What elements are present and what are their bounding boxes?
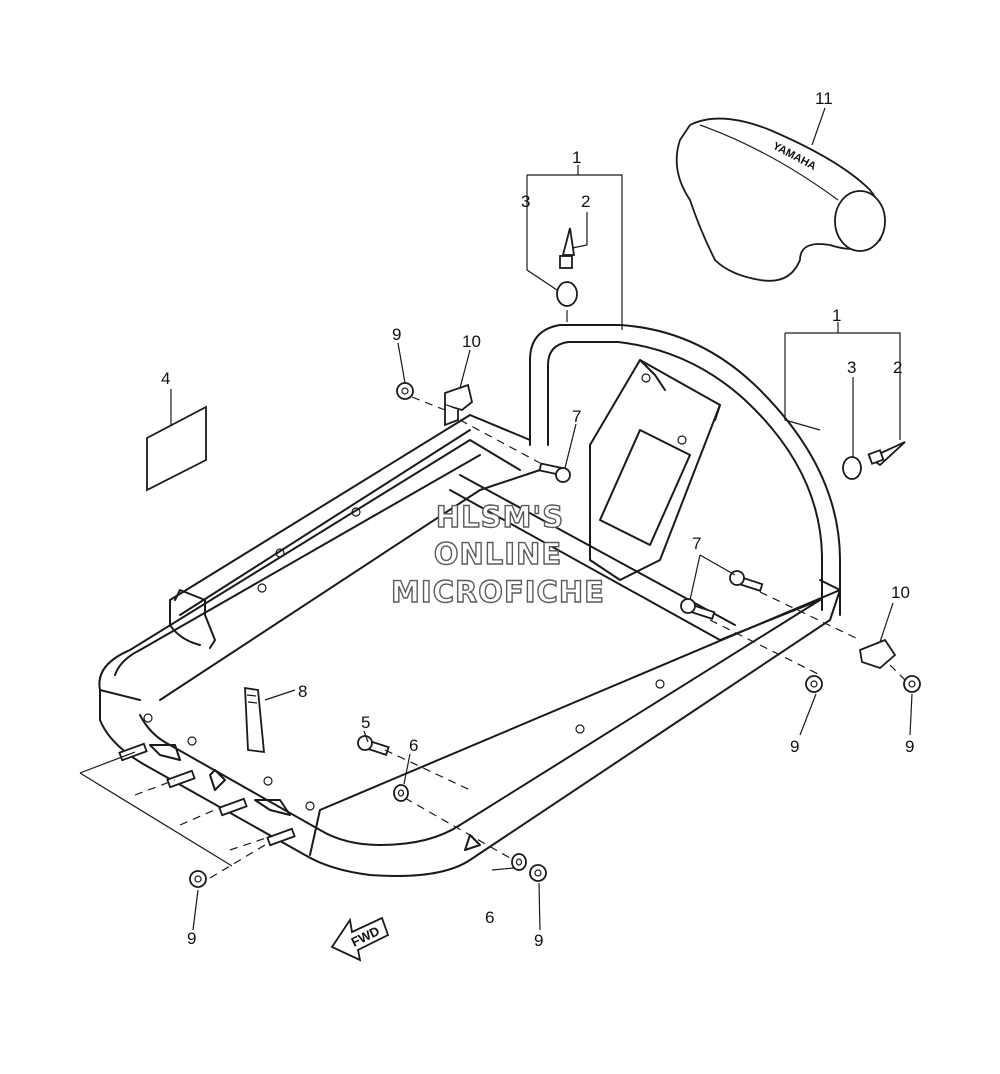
leader-lines <box>170 107 913 931</box>
callout-1-right: 1 <box>832 306 841 325</box>
callout-1-top: 1 <box>572 148 581 167</box>
callout-9-mid: 9 <box>790 737 799 756</box>
hull-frame <box>98 324 841 877</box>
callout-3-top: 3 <box>521 192 530 211</box>
callout-9-bottom-left: 9 <box>187 929 196 948</box>
watermark-line-3: MICROFICHE <box>391 575 605 609</box>
fasteners <box>146 227 921 888</box>
fwd-arrow-icon: FWD <box>330 916 390 962</box>
callout-9-top: 9 <box>392 325 401 344</box>
studs <box>79 742 296 867</box>
callout-11: 11 <box>815 89 833 108</box>
watermark-line-2: ONLINE <box>434 537 562 571</box>
callout-9-bottom: 9 <box>534 931 543 950</box>
callout-2-right: 2 <box>893 358 902 377</box>
callout-7-right: 7 <box>692 534 701 553</box>
callout-7-top: 7 <box>572 407 581 426</box>
callout-3-right: 3 <box>847 358 856 377</box>
watermark: HLSM'S ONLINE MICROFICHE <box>390 499 605 609</box>
callout-4: 4 <box>161 369 170 388</box>
callouts: 1 3 2 11 1 3 2 4 9 10 7 7 10 8 5 6 9 9 9… <box>161 89 914 950</box>
callout-9-right: 9 <box>905 737 914 756</box>
callout-10-top: 10 <box>462 332 481 351</box>
callout-6-bottom: 6 <box>485 908 494 927</box>
steering-pad: YAMAHA <box>675 117 886 282</box>
callout-10-right: 10 <box>891 583 910 602</box>
callout-6-left: 6 <box>409 736 418 755</box>
callout-2-top: 2 <box>581 192 590 211</box>
watermark-line-1: HLSM'S <box>436 500 564 534</box>
callout-8: 8 <box>298 682 307 701</box>
callout-5: 5 <box>361 713 370 732</box>
